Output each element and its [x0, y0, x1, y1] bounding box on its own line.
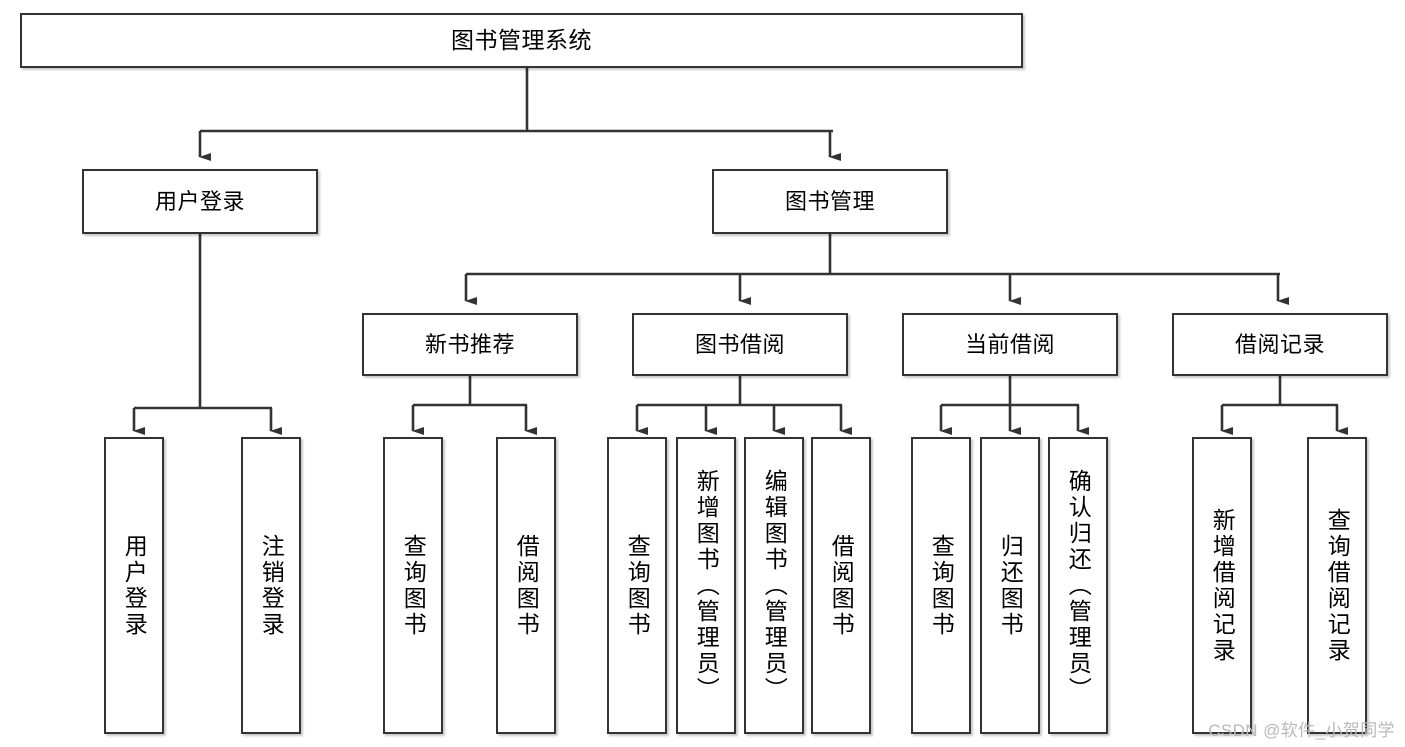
- leaf-user-login[interactable]: 用户登录: [104, 437, 164, 734]
- leaf-add-borrow-record-label: 新增借阅记录: [1209, 507, 1236, 664]
- leaf-user-login-label: 用户登录: [121, 533, 148, 638]
- node-user-login-label: 用户登录: [154, 188, 245, 214]
- leaf-query-book-borrow[interactable]: 查询图书: [607, 437, 667, 734]
- node-book-borrow[interactable]: 图书借阅: [632, 313, 848, 376]
- node-current-borrow[interactable]: 当前借阅: [902, 313, 1118, 376]
- leaf-borrow-book-recommend[interactable]: 借阅图书: [496, 437, 556, 734]
- leaf-confirm-return-admin[interactable]: 确认归还（管理员）: [1048, 437, 1108, 734]
- leaf-return-book-label: 归还图书: [997, 533, 1024, 638]
- node-borrow-record[interactable]: 借阅记录: [1172, 313, 1388, 376]
- node-current-borrow-label: 当前借阅: [964, 331, 1055, 357]
- leaf-query-book-current-label: 查询图书: [928, 533, 955, 638]
- leaf-return-book[interactable]: 归还图书: [980, 437, 1040, 734]
- leaf-query-borrow-record-label: 查询借阅记录: [1324, 507, 1351, 664]
- node-book-management-label: 图书管理: [784, 188, 875, 214]
- leaf-query-book-recommend[interactable]: 查询图书: [383, 437, 443, 734]
- leaf-logout-label: 注销登录: [258, 533, 285, 638]
- node-book-management[interactable]: 图书管理: [712, 169, 948, 234]
- node-borrow-record-label: 借阅记录: [1234, 331, 1325, 357]
- leaf-query-borrow-record[interactable]: 查询借阅记录: [1307, 437, 1367, 734]
- node-root[interactable]: 图书管理系统: [20, 13, 1023, 68]
- leaf-borrow-book-label: 借阅图书: [828, 533, 855, 638]
- leaf-borrow-book-recommend-label: 借阅图书: [513, 533, 540, 638]
- leaf-add-borrow-record[interactable]: 新增借阅记录: [1192, 437, 1252, 734]
- node-root-label: 图书管理系统: [451, 26, 592, 53]
- leaf-edit-book-admin-label: 编辑图书（管理员）: [761, 468, 788, 703]
- leaf-add-book-admin[interactable]: 新增图书（管理员）: [676, 437, 736, 734]
- node-new-book-recommend-label: 新书推荐: [424, 331, 515, 357]
- node-book-borrow-label: 图书借阅: [694, 331, 785, 357]
- leaf-add-book-admin-label: 新增图书（管理员）: [693, 468, 720, 703]
- leaf-query-book-recommend-label: 查询图书: [400, 533, 427, 638]
- leaf-confirm-return-admin-label: 确认归还（管理员）: [1065, 468, 1092, 703]
- leaf-query-book-current[interactable]: 查询图书: [911, 437, 971, 734]
- leaf-edit-book-admin[interactable]: 编辑图书（管理员）: [744, 437, 804, 734]
- leaf-query-book-borrow-label: 查询图书: [624, 533, 651, 638]
- node-new-book-recommend[interactable]: 新书推荐: [362, 313, 578, 376]
- leaf-borrow-book[interactable]: 借阅图书: [811, 437, 871, 734]
- node-user-login[interactable]: 用户登录: [82, 169, 318, 234]
- leaf-logout[interactable]: 注销登录: [241, 437, 301, 734]
